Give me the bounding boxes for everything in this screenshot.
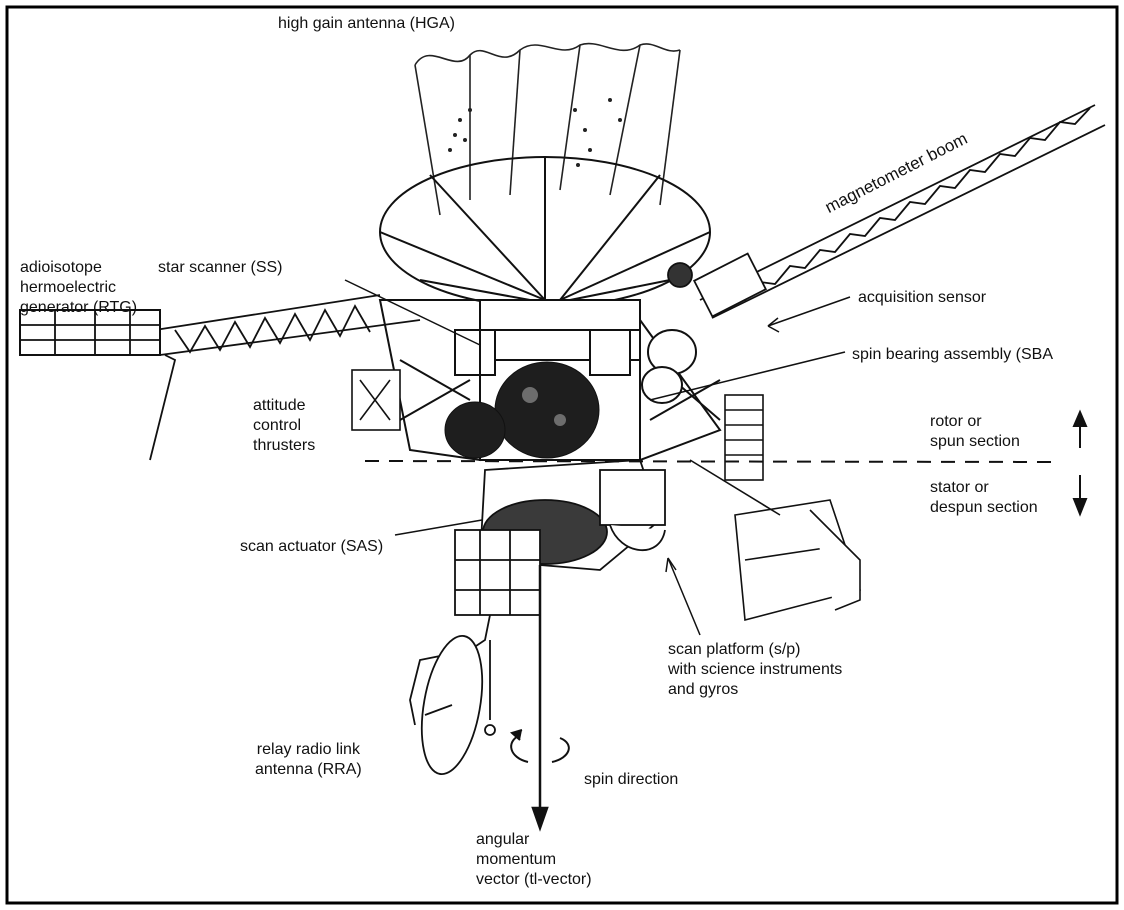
label-star-scanner: star scanner (SS): [158, 258, 282, 278]
label-thrusters-line-1: attitude: [253, 396, 315, 416]
label-scan-actuator: scan actuator (SAS): [240, 537, 383, 557]
label-sba: spin bearing assembly (SBA: [852, 345, 1053, 365]
label-rtg: adioisotope hermoelectric generator (RTG…: [20, 258, 137, 318]
label-rtg-line-2: hermoelectric: [20, 278, 137, 298]
hga-dish: [380, 157, 710, 307]
label-rotor-line-1: rotor or: [930, 412, 1020, 432]
label-acquisition-sensor: acquisition sensor: [858, 288, 986, 308]
label-scan-platform-line-3: and gyros: [668, 680, 842, 700]
label-stator-line-2: despun section: [930, 498, 1038, 518]
relay-radio-antenna: [410, 615, 495, 779]
propellant-tanks: [445, 362, 599, 458]
label-thrusters-line-3: thrusters: [253, 436, 315, 456]
label-rotor: rotor or spun section: [930, 412, 1020, 452]
label-angular-momentum: angular momentum vector (tl-vector): [476, 830, 592, 890]
label-rtg-line-3: generator (RTG): [20, 298, 137, 318]
label-hga: high gain antenna (HGA): [278, 14, 455, 34]
label-scan-platform-line-2: with science instruments: [668, 660, 842, 680]
right-panel: [725, 395, 763, 480]
label-rra-line-2: antenna (RRA): [255, 760, 362, 780]
despun-section: [455, 460, 665, 615]
spin-plane-line: [365, 461, 1058, 462]
label-thrusters-line-2: control: [253, 416, 315, 436]
label-scan-platform: scan platform (s/p) with science instrum…: [668, 640, 842, 700]
label-rtg-line-1: adioisotope: [20, 258, 137, 278]
label-angular-momentum-line-2: momentum: [476, 850, 592, 870]
label-rra-line-1: relay radio link: [255, 740, 362, 760]
section-arrows: [1074, 412, 1086, 514]
label-angular-momentum-line-3: vector (tl-vector): [476, 870, 592, 890]
label-rotor-line-2: spun section: [930, 432, 1020, 452]
attitude-thrusters: [352, 370, 400, 430]
label-attitude-thrusters: attitude control thrusters: [253, 396, 315, 456]
hga-upper-ribs: [415, 44, 680, 215]
magnetometer-boom: [668, 105, 1105, 318]
label-stator: stator or despun section: [930, 478, 1038, 518]
lower-right-assembly: [690, 460, 860, 620]
label-spin-direction: spin direction: [584, 770, 678, 790]
label-scan-platform-line-1: scan platform (s/p): [668, 640, 842, 660]
label-stator-line-1: stator or: [930, 478, 1038, 498]
label-angular-momentum-line-1: angular: [476, 830, 592, 850]
label-rra: relay radio link antenna (RRA): [255, 740, 362, 780]
